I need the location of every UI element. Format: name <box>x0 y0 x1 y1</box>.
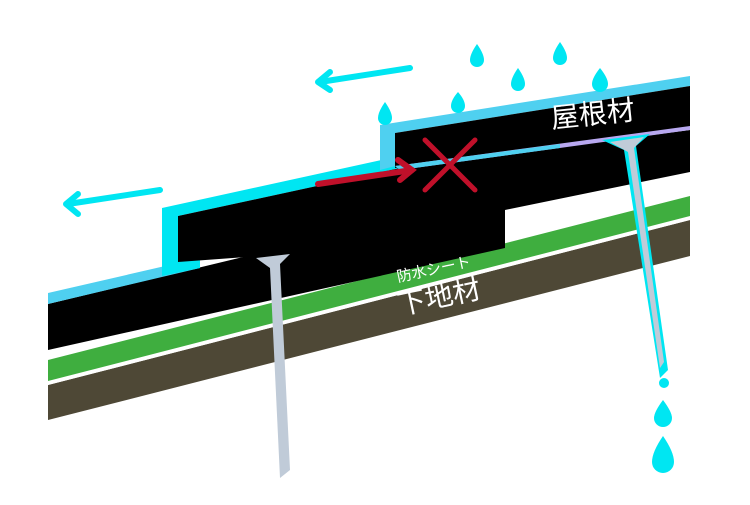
middle-roofing-piece <box>178 130 690 262</box>
water-film-top <box>380 76 690 170</box>
waterproof-sheet-layer <box>48 196 690 381</box>
water-flow-left-upper-arrow <box>315 65 413 93</box>
blocked-x-icon <box>422 137 478 193</box>
raindrop-icon <box>654 400 672 427</box>
raindrops <box>378 42 674 473</box>
nail-left <box>256 254 290 478</box>
raindrop-icon <box>511 68 525 91</box>
water-film-middle-edge <box>162 156 400 276</box>
substrate-layer <box>48 220 690 420</box>
raindrop-icon <box>470 44 484 67</box>
raindrop-icon <box>652 436 674 473</box>
nail-right <box>602 134 668 378</box>
water-push-right-arrow <box>315 157 417 187</box>
capillary-water <box>395 144 560 170</box>
water-flow-left-lower-arrow <box>63 187 163 217</box>
raindrop-icon <box>553 42 567 65</box>
raindrop-icon <box>659 378 669 388</box>
raindrop-icon <box>592 68 608 92</box>
layer-separator <box>48 216 690 385</box>
raindrop-icon <box>451 92 465 113</box>
raindrop-icon <box>378 102 392 125</box>
